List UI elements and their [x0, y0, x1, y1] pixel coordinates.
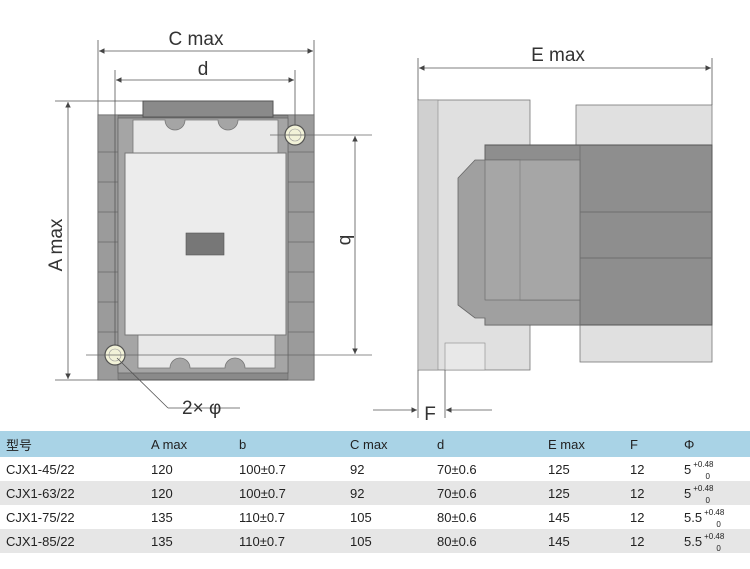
- phi-tol-upper: +0.48: [693, 459, 714, 469]
- cell-phi: 5.5+0.48 0: [678, 529, 750, 553]
- cell-b: 110±0.7: [239, 533, 285, 549]
- cell-d: 70±0.6: [437, 461, 477, 477]
- cell-b: 100±0.7: [239, 485, 286, 501]
- phi-tol-lower: 0: [705, 495, 710, 505]
- table-row: CJX1-85/22 135 110±0.7 105 80±0.6 145 12…: [0, 529, 750, 553]
- a-max-label: A max: [46, 218, 67, 271]
- hole-label: 2× φ: [182, 398, 221, 419]
- cell-e-max: 125: [548, 461, 570, 477]
- cell-f: 12: [630, 509, 645, 525]
- cell-e-max: 145: [548, 509, 570, 525]
- cell-e-max: 145: [548, 533, 570, 549]
- e-max-label: E max: [531, 45, 585, 66]
- phi-value: 5: [684, 461, 692, 477]
- cell-phi: 5+0.48 0: [678, 457, 750, 481]
- header-f: F: [630, 436, 638, 452]
- b-label: b: [335, 235, 356, 246]
- auxiliary-top-block: [575, 104, 713, 148]
- cell-a-max: 120: [151, 461, 173, 477]
- cell-d: 70±0.6: [437, 485, 477, 501]
- top-tab: [142, 100, 274, 118]
- bottom-terminal-block: [137, 334, 276, 369]
- cell-model: CJX1-45/22: [6, 461, 75, 477]
- f-dimension: [373, 370, 492, 418]
- front-view: [86, 100, 372, 381]
- header-e-max: E max: [548, 436, 585, 452]
- cell-c-max: 105: [350, 533, 372, 549]
- c-max-label: C max: [169, 29, 224, 50]
- specification-table: 型号 A max b C max d E max F Φ CJX1-45/22 …: [0, 431, 750, 553]
- hole-leader: [116, 357, 240, 409]
- phi-tol-lower: 0: [705, 471, 710, 481]
- cell-b: 100±0.7: [239, 461, 286, 477]
- top-terminal-block: [132, 119, 279, 159]
- phi-tol-upper: +0.48: [704, 531, 725, 541]
- cell-d: 80±0.6: [437, 509, 477, 525]
- table-row: CJX1-63/22 120 100±0.7 92 70±0.6 125 12 …: [0, 481, 750, 505]
- cell-f: 12: [630, 461, 645, 477]
- cell-phi: 5.5+0.48 0: [678, 505, 750, 529]
- cell-a-max: 135: [151, 533, 173, 549]
- side-view: [417, 99, 713, 371]
- phi-tol-upper: +0.48: [704, 507, 725, 517]
- table-row: CJX1-75/22 135 110±0.7 105 80±0.6 145 12…: [0, 505, 750, 529]
- cell-f: 12: [630, 485, 645, 501]
- header-a-max: A max: [151, 436, 188, 452]
- header-model: 型号: [6, 437, 33, 453]
- phi-tol-lower: 0: [716, 543, 721, 553]
- phi-tol-lower: 0: [716, 519, 721, 529]
- cell-model: CJX1-63/22: [6, 485, 75, 501]
- table-row: CJX1-45/22 120 100±0.7 92 70±0.6 125 12 …: [0, 457, 750, 481]
- a-max-dimension: [55, 100, 143, 381]
- header-phi: Φ: [684, 436, 695, 452]
- cell-b: 110±0.7: [239, 509, 285, 525]
- phi-value: 5: [684, 485, 692, 501]
- cell-model: CJX1-85/22: [6, 533, 75, 549]
- cell-a-max: 135: [151, 509, 173, 525]
- d-label: d: [198, 59, 209, 80]
- cell-model: CJX1-75/22: [6, 509, 75, 525]
- cell-f: 12: [630, 533, 645, 549]
- cell-e-max: 125: [548, 485, 570, 501]
- cell-c-max: 105: [350, 509, 372, 525]
- cell-phi: 5+0.48 0: [678, 481, 750, 505]
- phi-value: 5.5: [684, 533, 703, 549]
- cell-d: 80±0.6: [437, 533, 477, 549]
- auxiliary-bottom-block: [579, 324, 713, 363]
- f-label: F: [424, 404, 436, 425]
- phi-tol-upper: +0.48: [693, 483, 714, 493]
- d-dimension: [114, 70, 296, 345]
- c-max-dimension: [97, 40, 315, 115]
- header-b: b: [239, 436, 247, 452]
- header-d: d: [437, 436, 445, 452]
- cell-c-max: 92: [350, 485, 365, 501]
- contactor-dimension-drawing: C max d A max b 2× φ: [46, 29, 713, 425]
- cell-c-max: 92: [350, 461, 365, 477]
- phi-value: 5.5: [684, 509, 703, 525]
- e-max-dimension: [417, 58, 713, 105]
- indicator-window: [185, 232, 225, 256]
- table-header-row: 型号 A max b C max d E max F Φ: [0, 431, 750, 457]
- header-c-max: C max: [350, 436, 388, 452]
- cell-a-max: 120: [151, 485, 173, 501]
